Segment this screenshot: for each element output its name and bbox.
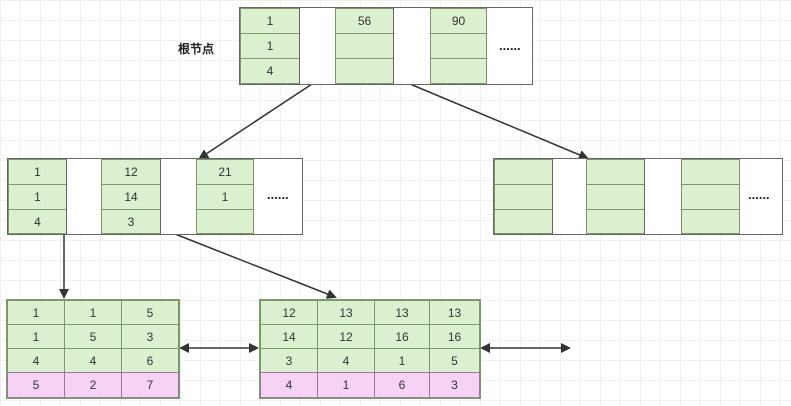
root-key: 56 xyxy=(335,8,394,34)
root-key xyxy=(335,33,394,59)
leaf-key: 14 xyxy=(260,324,318,349)
leaf-key: 12 xyxy=(260,300,318,325)
root-ellipsis: ...... xyxy=(499,38,521,53)
internal-pointer-slot xyxy=(552,159,587,234)
leaf-key: 12 xyxy=(317,324,375,349)
internal-node-right: ...... xyxy=(493,158,783,235)
internal-ellipsis: ...... xyxy=(748,187,770,202)
leaf-key: 13 xyxy=(317,300,375,325)
leaf-data-value: 4 xyxy=(260,372,318,398)
internal-key xyxy=(681,184,740,210)
internal-key xyxy=(681,209,740,234)
leaf-key: 3 xyxy=(260,348,318,373)
internal-key: 4 xyxy=(8,209,67,234)
internal-key: 1 xyxy=(8,184,67,210)
root-key: 1 xyxy=(240,33,300,59)
leaf-key: 5 xyxy=(64,324,122,349)
internal-pointer-slot xyxy=(66,159,102,234)
internal-key xyxy=(586,209,645,234)
leaf-key: 1 xyxy=(374,348,430,373)
internal-key xyxy=(586,159,645,185)
internal-ellipsis: ...... xyxy=(267,187,289,202)
internal-key xyxy=(494,184,553,210)
internal-key: 21 xyxy=(196,159,254,185)
internal-pointer-slot xyxy=(160,159,197,234)
root-key: 90 xyxy=(430,8,487,34)
leaf-key: 4 xyxy=(317,348,375,373)
internal-key xyxy=(494,159,553,185)
leaf-data-value: 5 xyxy=(7,372,65,398)
internal-key xyxy=(196,209,254,234)
leaf-data-value: 7 xyxy=(121,372,179,398)
internal-node-left: 1 1 4 12 14 3 21 1 ...... xyxy=(7,158,303,235)
internal-key: 3 xyxy=(101,209,161,234)
leaf-key: 1 xyxy=(7,300,65,325)
root-key: 1 xyxy=(240,8,300,34)
internal-key xyxy=(494,209,553,234)
arrow-mid-left-to-leaf-right xyxy=(174,233,337,299)
root-key xyxy=(430,33,487,59)
leaf-key: 5 xyxy=(121,300,179,325)
leaf-data-value: 1 xyxy=(317,372,375,398)
root-node: 1 1 4 56 90 ...... xyxy=(239,7,533,85)
leaf-key: 1 xyxy=(7,324,65,349)
arrow-root-to-mid-right xyxy=(409,83,589,160)
arrow-root-to-mid-left xyxy=(198,83,313,160)
leaf-key: 16 xyxy=(429,324,480,349)
root-key: 4 xyxy=(240,58,300,84)
internal-key: 1 xyxy=(8,159,67,185)
leaf-key: 6 xyxy=(121,348,179,373)
leaf-key: 13 xyxy=(429,300,480,325)
internal-key: 14 xyxy=(101,184,161,210)
leaf-key: 4 xyxy=(64,348,122,373)
root-node-label: 根节点 xyxy=(178,42,215,56)
leaf-key: 3 xyxy=(121,324,179,349)
leaf-key: 16 xyxy=(374,324,430,349)
root-key xyxy=(335,58,394,84)
leaf-node-right: 12 13 13 13 14 12 16 16 3 4 1 5 4 1 6 3 xyxy=(259,299,481,399)
leaf-key: 4 xyxy=(7,348,65,373)
leaf-data-value: 3 xyxy=(429,372,480,398)
root-pointer-slot xyxy=(393,8,431,84)
leaf-key: 5 xyxy=(429,348,480,373)
root-pointer-slot xyxy=(299,8,336,84)
leaf-data-value: 6 xyxy=(374,372,430,398)
internal-pointer-slot xyxy=(644,159,682,234)
internal-key: 1 xyxy=(196,184,254,210)
root-key xyxy=(430,58,487,84)
internal-key: 12 xyxy=(101,159,161,185)
leaf-data-value: 2 xyxy=(64,372,122,398)
leaf-node-left: 1 1 5 1 5 3 4 4 6 5 2 7 xyxy=(6,299,180,399)
leaf-key: 13 xyxy=(374,300,430,325)
leaf-key: 1 xyxy=(64,300,122,325)
internal-key xyxy=(586,184,645,210)
internal-key xyxy=(681,159,740,185)
